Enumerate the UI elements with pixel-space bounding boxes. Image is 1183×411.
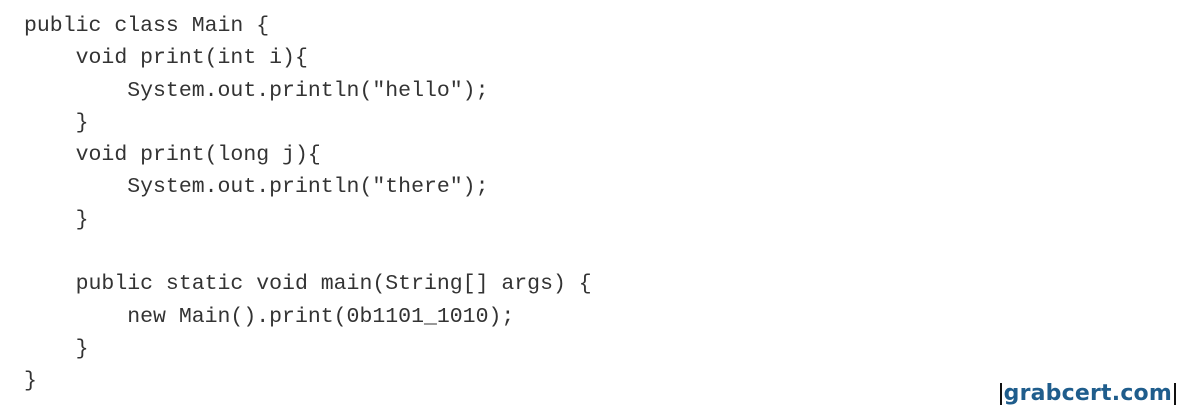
code-line-1: public class Main {: [24, 14, 270, 38]
code-line-6: System.out.println("there");: [24, 175, 489, 200]
code-line-10: new Main().print(0b1101_1010);: [24, 304, 515, 329]
code-line-11: }: [24, 336, 89, 361]
code-line-5: void print(long j){: [24, 143, 321, 168]
code-line-7: }: [24, 207, 89, 232]
code-line-3: System.out.println("hello");: [24, 78, 489, 103]
code-line-9: public static void main(String[] args) {: [24, 272, 592, 297]
code-snippet: public class Main { void print(int i){ S…: [24, 10, 592, 398]
watermark-logo: grabcert.com: [999, 383, 1176, 405]
code-line-4: }: [24, 110, 89, 135]
code-line-2: void print(int i){: [24, 46, 308, 71]
code-line-12: }: [24, 369, 37, 394]
code-line-8: [24, 236, 592, 268]
